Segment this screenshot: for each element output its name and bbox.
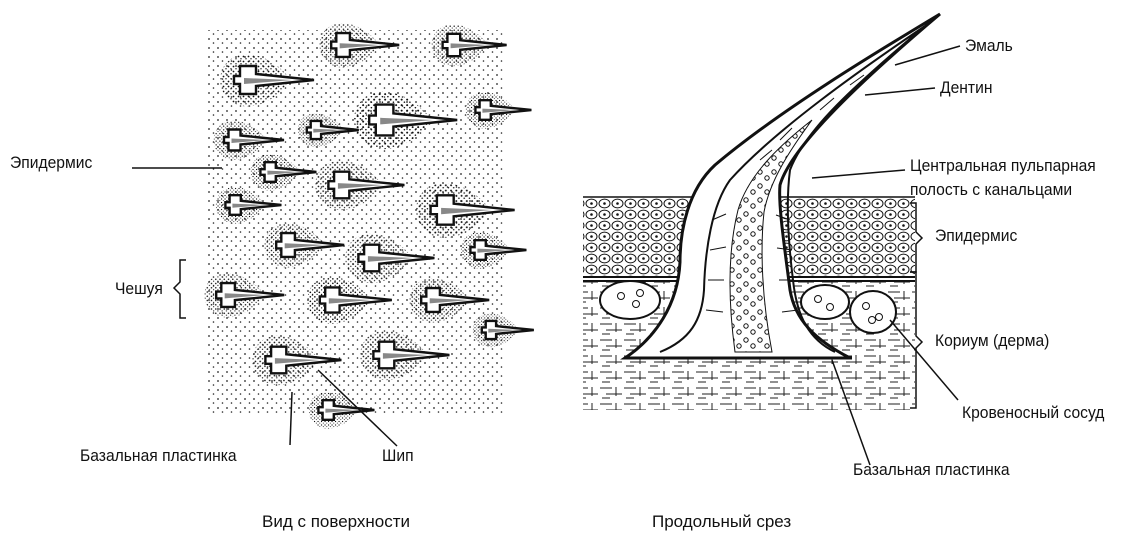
label-spine: Шип: [382, 446, 414, 466]
label-corium: Кориум (дерма): [935, 331, 1049, 351]
scale-shape: [473, 313, 534, 347]
label-enamel: Эмаль: [965, 36, 1013, 56]
label-scale: Чешуя: [115, 279, 163, 299]
scale-shape: [466, 92, 532, 128]
caption-surface-view: Вид с поверхности: [262, 512, 410, 532]
scale-shape: [461, 232, 527, 268]
caption-longitudinal-section: Продольный срез: [652, 512, 791, 532]
surface-view-drawing: [204, 23, 534, 428]
label-basal-plate-section: Базальная пластинка: [853, 460, 1010, 480]
longitudinal-section-drawing: [583, 14, 960, 465]
label-pulp-cavity-line1: Центральная пульпарная: [910, 156, 1096, 176]
label-epidermis-surface: Эпидермис: [10, 153, 92, 173]
label-dentin: Дентин: [940, 78, 992, 98]
label-epidermis-section: Эпидермис: [935, 226, 1017, 246]
label-blood-vessel: Кровеносный сосуд: [962, 403, 1104, 423]
label-basal-plate-surface: Базальная пластинка: [80, 446, 237, 466]
label-pulp-cavity-line2: полость с канальцами: [910, 180, 1072, 200]
